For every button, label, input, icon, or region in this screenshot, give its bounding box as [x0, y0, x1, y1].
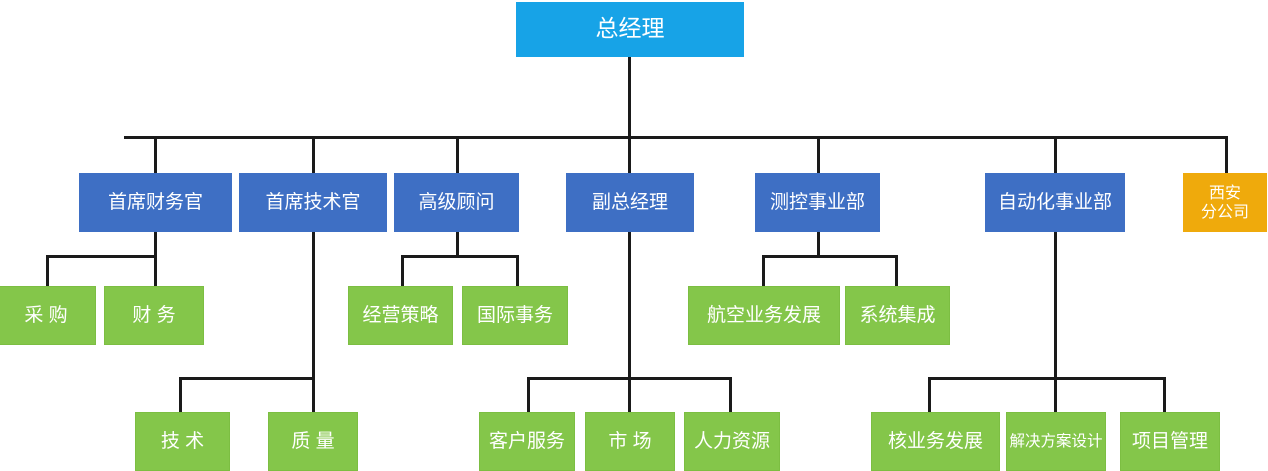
node-label: 经营策略	[362, 303, 439, 326]
connector-drop-solution	[1054, 377, 1057, 413]
connector-drop-finance	[154, 255, 157, 287]
connector-drop-aviation	[762, 255, 765, 287]
connector-bus-mc-div	[762, 255, 898, 258]
node-label: 首席财务官	[107, 190, 203, 213]
connector-drop-nuclear	[928, 377, 931, 413]
node-senior-advisor[interactable]: 高级顾问	[394, 173, 519, 232]
connector-drop-advisor	[456, 136, 459, 174]
node-label: 人力资源	[693, 429, 770, 452]
node-measurement-control-division[interactable]: 测控事业部	[755, 173, 880, 232]
connector-bus-cto	[179, 377, 315, 380]
node-customer-service[interactable]: 客户服务	[479, 412, 575, 471]
node-international-affairs[interactable]: 国际事务	[462, 286, 568, 345]
node-label-line2: 分公司	[1200, 201, 1249, 221]
node-label: 航空业务发展	[706, 303, 821, 326]
node-nuclear-business-development[interactable]: 核业务发展	[871, 412, 1000, 471]
connector-bus-cfo	[46, 255, 157, 258]
node-cto[interactable]: 首席技术官	[239, 173, 387, 232]
connector-stem-mc-div	[817, 232, 820, 257]
connector-drop-sysint	[895, 255, 898, 287]
connector-drop-auto-div	[1054, 136, 1057, 174]
connector-stem-auto-div	[1054, 232, 1057, 380]
connector-drop-cto	[312, 136, 315, 174]
node-technology[interactable]: 技术	[135, 412, 230, 471]
connector-drop-cfo	[154, 136, 157, 174]
connector-drop-mc-div	[817, 136, 820, 174]
node-aviation-business-development[interactable]: 航空业务发展	[688, 286, 840, 345]
node-solution-design[interactable]: 解决方案设计	[1006, 412, 1106, 471]
node-finance[interactable]: 财务	[104, 286, 204, 345]
connector-drop-project	[1163, 377, 1166, 413]
node-label: 测控事业部	[769, 190, 865, 213]
node-cfo[interactable]: 首席财务官	[79, 173, 232, 232]
node-label: 高级顾问	[418, 190, 495, 213]
node-deputy-general-manager[interactable]: 副总经理	[566, 173, 694, 232]
node-label: 项目管理	[1131, 429, 1208, 452]
node-label: 自动化事业部	[997, 190, 1112, 213]
node-xian-branch[interactable]: 西安 分公司	[1183, 173, 1267, 232]
connector-drop-dgm	[628, 136, 631, 174]
connector-bus-auto-div	[928, 377, 1166, 380]
node-label: 系统集成	[859, 303, 936, 326]
node-general-manager[interactable]: 总经理	[516, 2, 744, 57]
connector-stem-cto	[312, 232, 315, 380]
node-label: 解决方案设计	[1009, 431, 1103, 450]
node-label: 质量	[291, 429, 340, 452]
node-business-strategy[interactable]: 经营策略	[348, 286, 453, 345]
connector-drop-quality	[312, 377, 315, 413]
node-label: 技术	[160, 429, 210, 452]
node-label: 国际事务	[476, 303, 553, 326]
connector-root-stem	[628, 57, 631, 138]
connector-drop-strategy	[401, 255, 404, 287]
connector-stem-dgm	[628, 232, 631, 380]
node-label: 市场	[608, 429, 657, 452]
node-label-line1: 西安	[1208, 183, 1241, 203]
node-label: 财务	[132, 303, 181, 326]
node-label: 采购	[24, 303, 73, 326]
node-label: 首席技术官	[265, 190, 361, 213]
connector-drop-intl	[516, 255, 519, 287]
connector-bus-advisor	[401, 255, 519, 258]
node-label: 总经理	[595, 16, 665, 43]
node-procurement[interactable]: 采购	[0, 286, 96, 345]
connector-drop-procurement	[46, 255, 49, 287]
connector-drop-xian	[1225, 136, 1228, 174]
node-automation-division[interactable]: 自动化事业部	[985, 173, 1125, 232]
node-quality[interactable]: 质量	[268, 412, 358, 471]
connector-drop-tech	[179, 377, 182, 413]
node-label: 客户服务	[488, 429, 565, 452]
node-project-management[interactable]: 项目管理	[1120, 412, 1220, 471]
node-marketing[interactable]: 市场	[585, 412, 675, 471]
connector-stem-cfo	[154, 232, 157, 257]
node-label: 核业务发展	[887, 429, 983, 452]
connector-level2-bus	[124, 136, 1228, 139]
connector-drop-service	[527, 377, 530, 413]
node-label: 副总经理	[591, 190, 668, 213]
connector-drop-market	[628, 377, 631, 413]
node-system-integration[interactable]: 系统集成	[845, 286, 950, 345]
connector-stem-advisor	[456, 232, 459, 257]
node-human-resources[interactable]: 人力资源	[684, 412, 780, 471]
connector-drop-hr	[729, 377, 732, 413]
